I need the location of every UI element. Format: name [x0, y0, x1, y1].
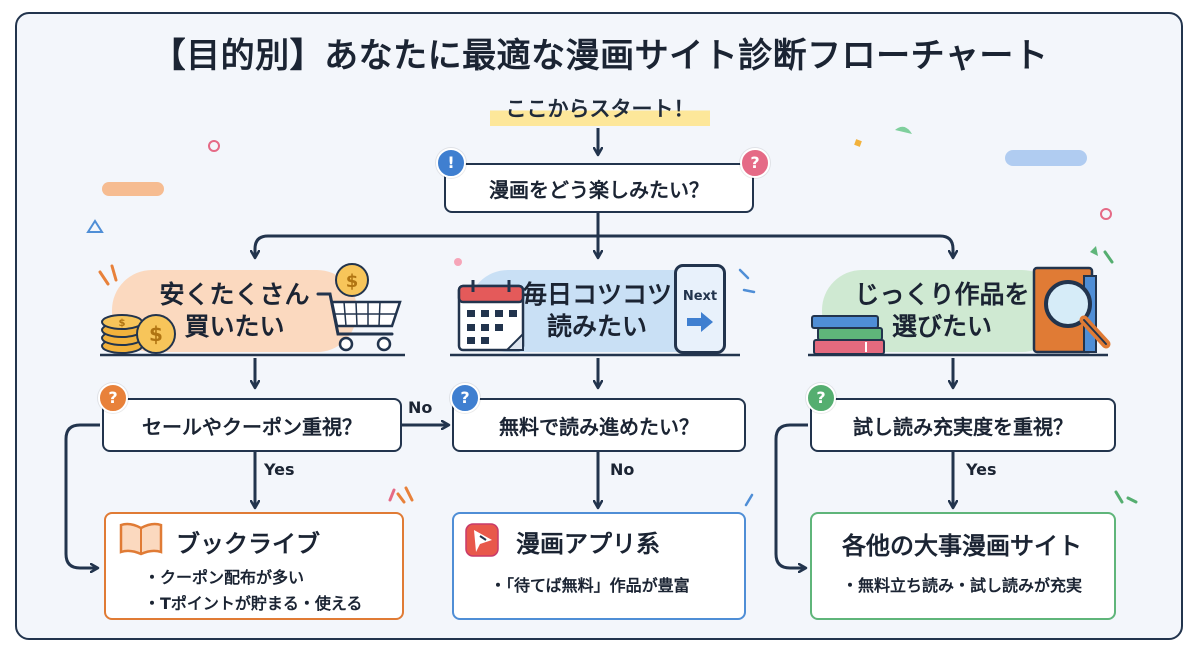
- page-title: 【目的別】あなたに最適な漫画サイト診断フローチャート: [151, 36, 1049, 76]
- loop-right: [774, 423, 808, 568]
- edge-label-no-cross: No: [408, 398, 433, 417]
- question-box-2: 無料で読み進めたい？: [452, 398, 746, 452]
- phone-next-icon: Next: [674, 264, 726, 354]
- svg-text:$: $: [119, 318, 126, 329]
- phone-next-label: Next: [682, 289, 718, 304]
- start-label: ここからスタート！: [490, 92, 710, 126]
- branch1-category: 安くたくさん 買いたい: [112, 270, 357, 352]
- result-title-2: 漫画アプリ系: [516, 530, 660, 558]
- arrow-root-to-branch1: [255, 234, 598, 258]
- question-icon: ?: [98, 383, 128, 413]
- magnifier-icon: [1032, 266, 1111, 354]
- svg-text:$: $: [346, 271, 359, 292]
- coins-icon: $ $: [101, 314, 176, 354]
- result-box-1: ブックライブ ・クーポン配布が多い ・Tポイントが貯まる・使える: [104, 512, 404, 620]
- edge-label-yes-1: Yes: [264, 460, 295, 479]
- result-line-2a: ・「待てば無料」作品が豊富: [490, 576, 690, 595]
- question-box-1: セールやクーポン重視？: [102, 398, 402, 452]
- calendar-icon: [457, 280, 525, 352]
- edge-label-yes-3: Yes: [966, 460, 997, 479]
- question-icon: ?: [740, 148, 770, 178]
- exclamation-icon: !: [436, 148, 466, 178]
- result-title-1: ブックライブ: [176, 530, 320, 558]
- open-book-icon: [119, 522, 163, 556]
- result-line-1a: ・クーポン配布が多い: [144, 568, 305, 587]
- question-text-2: 無料で読み進めたい？: [499, 414, 699, 439]
- books-icon: [811, 315, 885, 355]
- question-text-1: セールやクーポン重視？: [142, 414, 362, 439]
- result-box-3: 各他の大事漫画サイト ・無料立ち読み・試し読みが充実: [810, 512, 1116, 620]
- root-question-box: 漫画をどう楽しみたい？: [444, 163, 754, 213]
- result-line-1b: ・Tポイントが貯まる・使える: [144, 594, 363, 613]
- question-box-3: 試し読み充実度を重視？: [810, 398, 1116, 452]
- result-box-2: 漫画アプリ系 ・「待てば無料」作品が豊富: [452, 512, 746, 620]
- result-title-3: 各他の大事漫画サイト: [842, 532, 1082, 560]
- shopping-cart-icon: $: [316, 263, 402, 352]
- result-line-3a: ・無料立ち読み・試し読みが充実: [841, 576, 1082, 595]
- edge-label-no-2: No: [610, 460, 635, 479]
- svg-text:$: $: [149, 322, 163, 346]
- question-icon: ?: [806, 383, 836, 413]
- question-icon: ?: [450, 383, 480, 413]
- root-question-text: 漫画をどう楽しみたい？: [489, 177, 709, 202]
- arrow-root-to-branch3: [598, 234, 953, 258]
- question-text-3: 試し読み充実度を重視？: [853, 414, 1073, 439]
- manga-app-icon: [465, 523, 499, 557]
- loop-left: [64, 423, 100, 568]
